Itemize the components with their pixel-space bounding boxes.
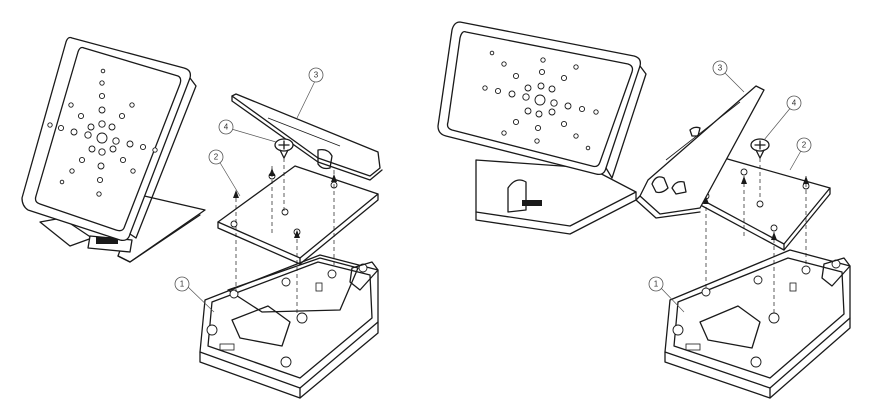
- right-callout-2: 2: [796, 137, 812, 153]
- left-screw: [274, 138, 294, 159]
- right-figure: 3 4 2 1: [437, 21, 851, 399]
- right-tablet: [437, 21, 647, 179]
- left-callout-3: 3: [308, 67, 324, 83]
- right-bracket: [635, 85, 765, 219]
- right-tablet-dot-pattern: [482, 50, 599, 151]
- right-callout-4: 4: [786, 95, 802, 111]
- left-assembly-guides: [233, 158, 337, 314]
- right-callout-1: 1: [648, 276, 664, 292]
- svg-text:3: 3: [718, 64, 723, 73]
- svg-text:3: 3: [314, 71, 319, 80]
- svg-text:2: 2: [802, 141, 807, 150]
- svg-text:1: 1: [180, 280, 185, 289]
- svg-text:2: 2: [214, 153, 219, 162]
- svg-text:4: 4: [224, 123, 229, 132]
- svg-text:4: 4: [792, 99, 797, 108]
- left-bracket: [231, 93, 383, 181]
- right-base-device: [664, 249, 851, 399]
- left-figure: 3 4 2 1: [21, 36, 383, 399]
- right-screw: [750, 138, 770, 159]
- right-assembly-guides: [703, 158, 809, 314]
- right-stand-body: [475, 159, 637, 235]
- left-tablet: [21, 36, 197, 242]
- left-callout-4: 4: [218, 119, 234, 135]
- right-callout-3: 3: [712, 60, 728, 76]
- left-mounting-plate: [217, 165, 379, 265]
- left-callout-2: 2: [208, 149, 224, 165]
- left-callout-1: 1: [174, 276, 190, 292]
- svg-text:1: 1: [654, 280, 659, 289]
- left-base-device: [199, 254, 379, 399]
- left-tablet-dot-pattern: [47, 68, 158, 197]
